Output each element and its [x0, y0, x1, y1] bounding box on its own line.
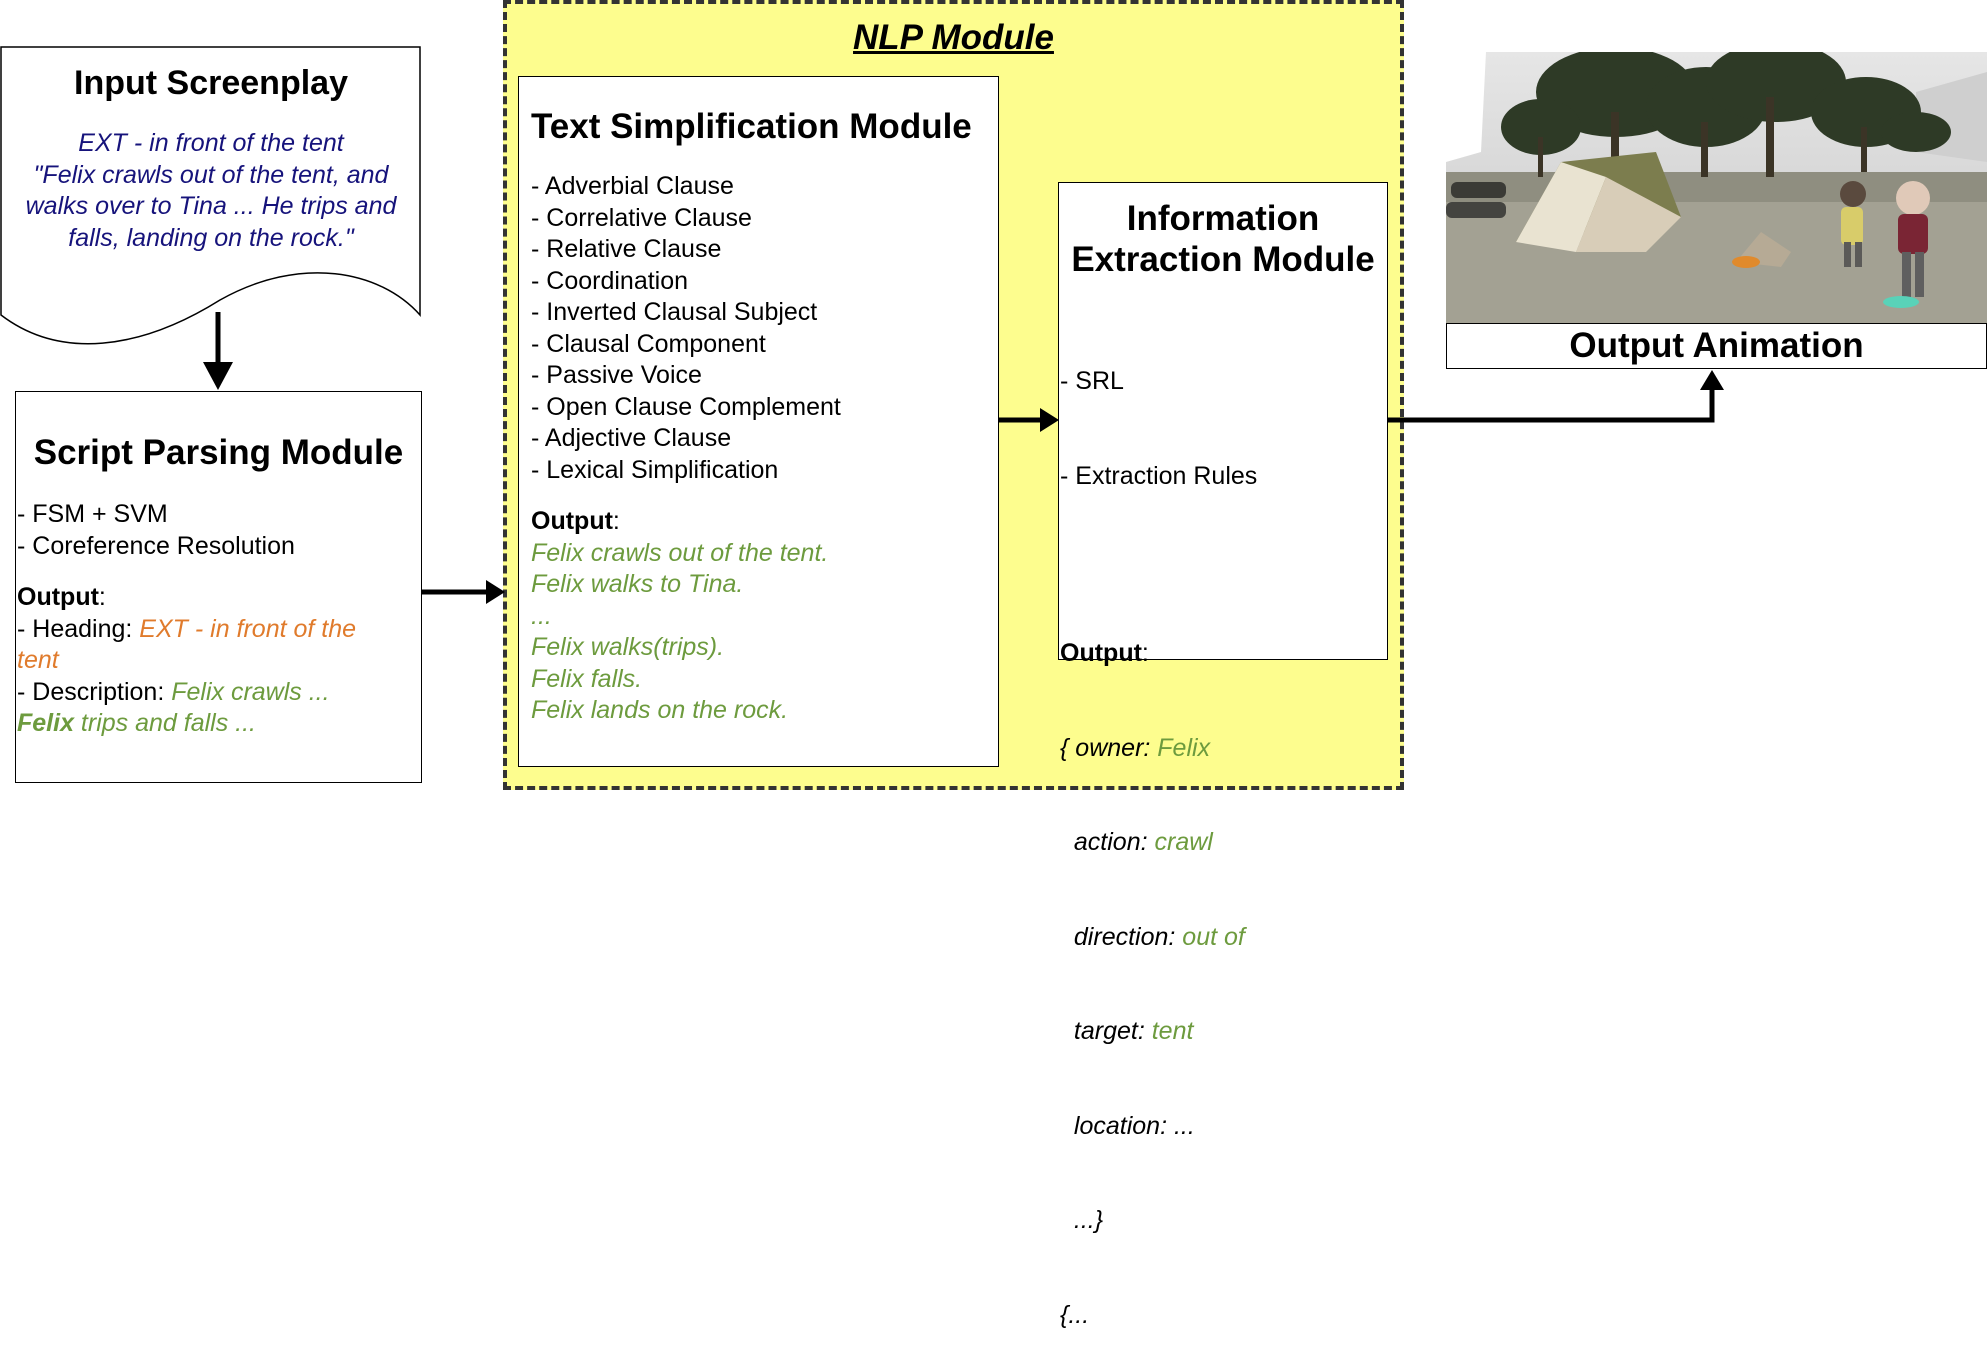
output-sentence: Felix crawls out of the tent. — [531, 538, 829, 567]
heading-row: - Heading: EXT - in front of the — [17, 614, 417, 646]
output-sentence: Felix lands on the rock. — [531, 696, 789, 724]
field-key: direction: — [1073, 922, 1183, 951]
field-key: action: — [1073, 828, 1155, 856]
output-sentence: Felix falls. — [531, 664, 643, 693]
text-simplification-title: Text Simplification Module — [531, 107, 972, 146]
input-screenplay-text: EXT - in front of the tent "Felix crawls… — [0, 128, 422, 254]
list-item: - Open Clause Complement — [531, 392, 841, 421]
arrow-extraction-to-animation — [1388, 388, 1715, 423]
output-colon: : — [98, 583, 106, 611]
list-item: - Clausal Component — [531, 329, 766, 358]
nlp-module-title: NLP Module — [853, 18, 1054, 57]
arrowhead-icon — [486, 580, 505, 604]
field-value: tent — [1151, 1017, 1194, 1045]
field-key: owner: — [1075, 733, 1158, 762]
description-rest: trips and falls ... — [73, 709, 257, 737]
output-colon: : — [612, 507, 620, 535]
field-prefix — [1060, 923, 1074, 951]
output-field: target: tent — [1060, 1016, 1385, 1048]
screenplay-line: falls, landing on the rock." — [68, 223, 354, 252]
title-line: Information — [1126, 199, 1320, 238]
description-value-cont: Felix trips and falls ... — [17, 708, 417, 740]
screenplay-line: walks over to Tina ... He trips and — [25, 192, 397, 220]
description-row: - Description: Felix crawls ... — [17, 677, 417, 709]
list-item: - Extraction Rules — [1060, 461, 1258, 490]
script-parsing-title: Script Parsing Module — [33, 433, 404, 472]
output-field: { owner: Felix — [1060, 733, 1385, 765]
field-value: Felix — [1157, 733, 1211, 762]
output-label: Output — [531, 507, 613, 535]
list-item: - Coordination — [531, 266, 689, 295]
text-simplification-module-box — [518, 76, 999, 767]
screenplay-line: EXT - in front of the tent — [78, 129, 344, 157]
list-item: - Inverted Clausal Subject — [531, 298, 818, 326]
script-parsing-module-box — [15, 391, 422, 783]
heading-value: EXT - in front of the — [139, 614, 357, 643]
output-field: ...} — [1060, 1205, 1385, 1237]
arrowhead-icon — [1700, 370, 1724, 390]
field-key: location: ... — [1073, 1111, 1195, 1140]
list-item: - Correlative Clause — [531, 203, 752, 232]
field-prefix — [1060, 1206, 1074, 1234]
connector-arrows — [203, 312, 1724, 604]
field-prefix — [1060, 1112, 1074, 1140]
text-simplification-content: - Adverbial Clause - Correlative Clause … — [531, 171, 991, 727]
arrowhead-icon — [1040, 408, 1059, 432]
output-field: {... — [1060, 1300, 1385, 1332]
field-key: target: — [1073, 1017, 1152, 1045]
output-label: Output — [1060, 639, 1142, 667]
output-sentence: Felix walks(trips). — [531, 633, 725, 661]
field-prefix — [1060, 1017, 1074, 1045]
output-label: Output — [17, 583, 99, 611]
description-label: - Description: — [17, 677, 172, 706]
output-animation-title: Output Animation — [1446, 323, 1987, 369]
output-field: location: ... — [1060, 1111, 1385, 1143]
title-line: Extraction Module — [1071, 240, 1375, 279]
field-prefix: { — [1060, 733, 1076, 762]
information-extraction-title: Information Extraction Module — [1058, 198, 1388, 280]
output-label-row: Output: — [531, 506, 991, 538]
information-extraction-module-box — [1058, 182, 1388, 660]
arrowhead-icon — [203, 362, 233, 390]
description-bold: Felix — [17, 709, 74, 737]
list-item: - Passive Voice — [531, 361, 702, 389]
output-animation-image — [1446, 52, 1987, 323]
list-item: - Adverbial Clause — [531, 172, 734, 200]
screenplay-line: "Felix crawls out of the tent, and — [33, 160, 389, 189]
field-value: out of — [1182, 922, 1245, 951]
description-value: Felix crawls ... — [171, 677, 330, 706]
output-field: direction: out of — [1060, 922, 1385, 954]
input-screenplay-shape — [0, 46, 421, 345]
field-prefix — [1060, 828, 1074, 856]
list-item: - Relative Clause — [531, 235, 722, 263]
output-colon: : — [1141, 639, 1149, 667]
output-sentence: Felix walks to Tina. — [531, 570, 744, 598]
output-label-row: Output: — [17, 582, 417, 614]
input-screenplay-title: Input Screenplay — [74, 64, 348, 102]
list-item: - FSM + SVM — [17, 500, 168, 528]
list-item: - SRL — [1060, 367, 1124, 395]
list-item: - Lexical Simplification — [531, 455, 779, 484]
output-sentence: ... — [531, 601, 552, 630]
heading-label: - Heading: — [17, 614, 140, 643]
field-key: {... — [1060, 1300, 1090, 1329]
list-item: - Coreference Resolution — [17, 531, 295, 560]
script-parsing-content: - FSM + SVM - Coreference Resolution Out… — [17, 499, 417, 740]
output-field: action: crawl — [1060, 827, 1385, 859]
field-value: crawl — [1154, 828, 1213, 856]
list-item: - Adjective Clause — [531, 424, 732, 452]
heading-value-cont: tent — [17, 646, 59, 674]
output-label-row: Output: — [1060, 638, 1385, 670]
field-key: ...} — [1073, 1206, 1104, 1234]
